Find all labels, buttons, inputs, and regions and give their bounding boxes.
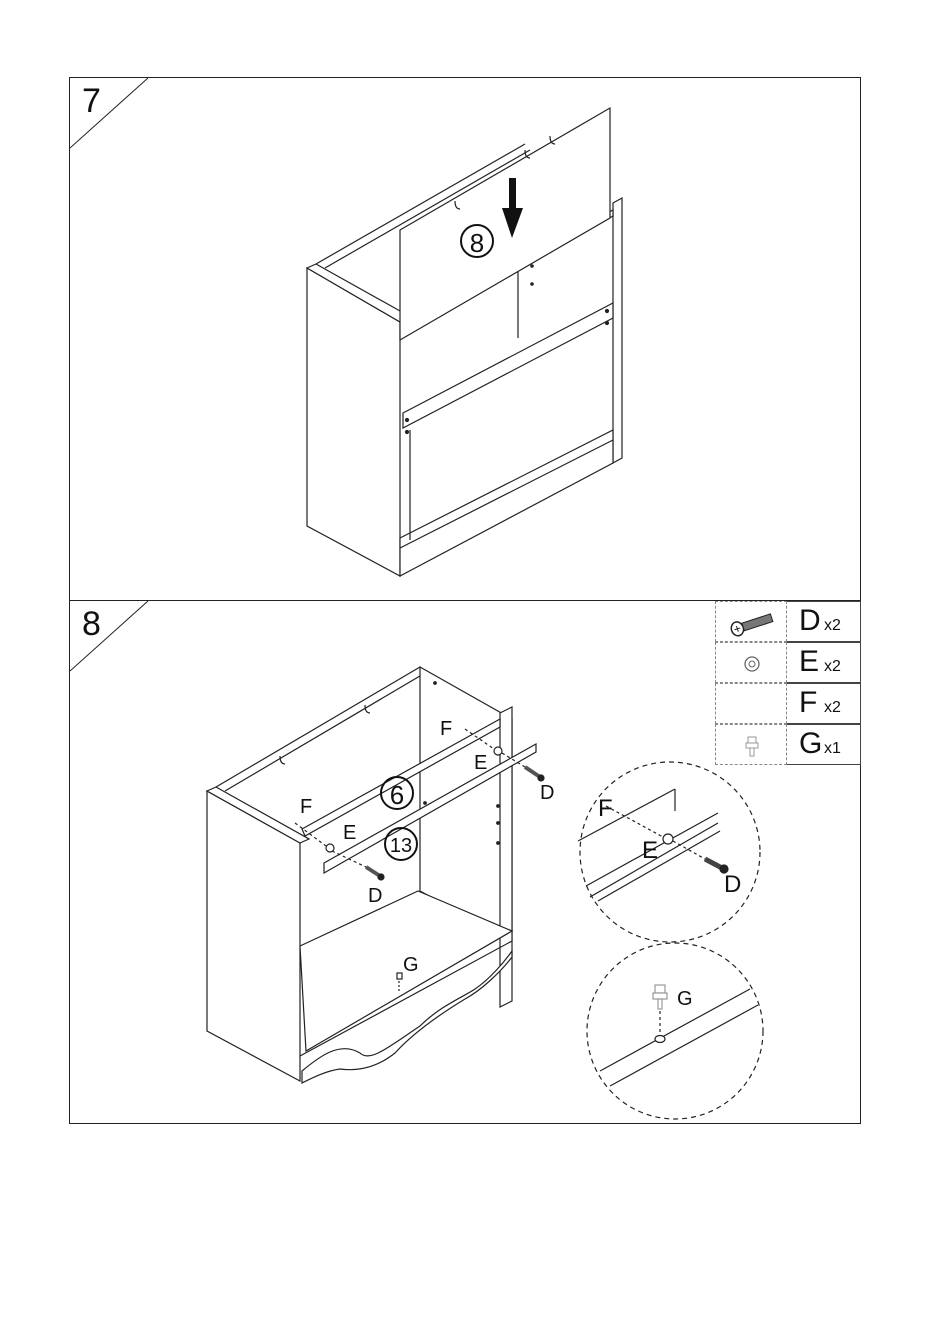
detail-label-f: F — [598, 797, 613, 821]
step-8-panel: 8 D x2 — [69, 600, 861, 1124]
detail-label-e: E — [642, 839, 658, 863]
detail-label-g: G — [677, 989, 693, 1009]
step-7-cabinet-drawing — [70, 78, 862, 602]
step-7-panel: 7 — [69, 77, 861, 601]
label-e-right: E — [474, 753, 487, 773]
label-g-bottom: G — [403, 955, 419, 975]
rail-callout-13: 13 — [384, 827, 418, 861]
step-8-cabinet-drawing — [70, 601, 862, 1125]
label-e-left: E — [343, 823, 356, 843]
panel-callout-8: 8 — [460, 224, 494, 258]
label-f-right: F — [440, 719, 452, 739]
rail-callout-6: 6 — [380, 776, 414, 810]
detail-label-d: D — [724, 873, 741, 897]
label-f-left: F — [300, 797, 312, 817]
label-d-left: D — [368, 886, 382, 906]
label-d-right: D — [540, 783, 554, 803]
